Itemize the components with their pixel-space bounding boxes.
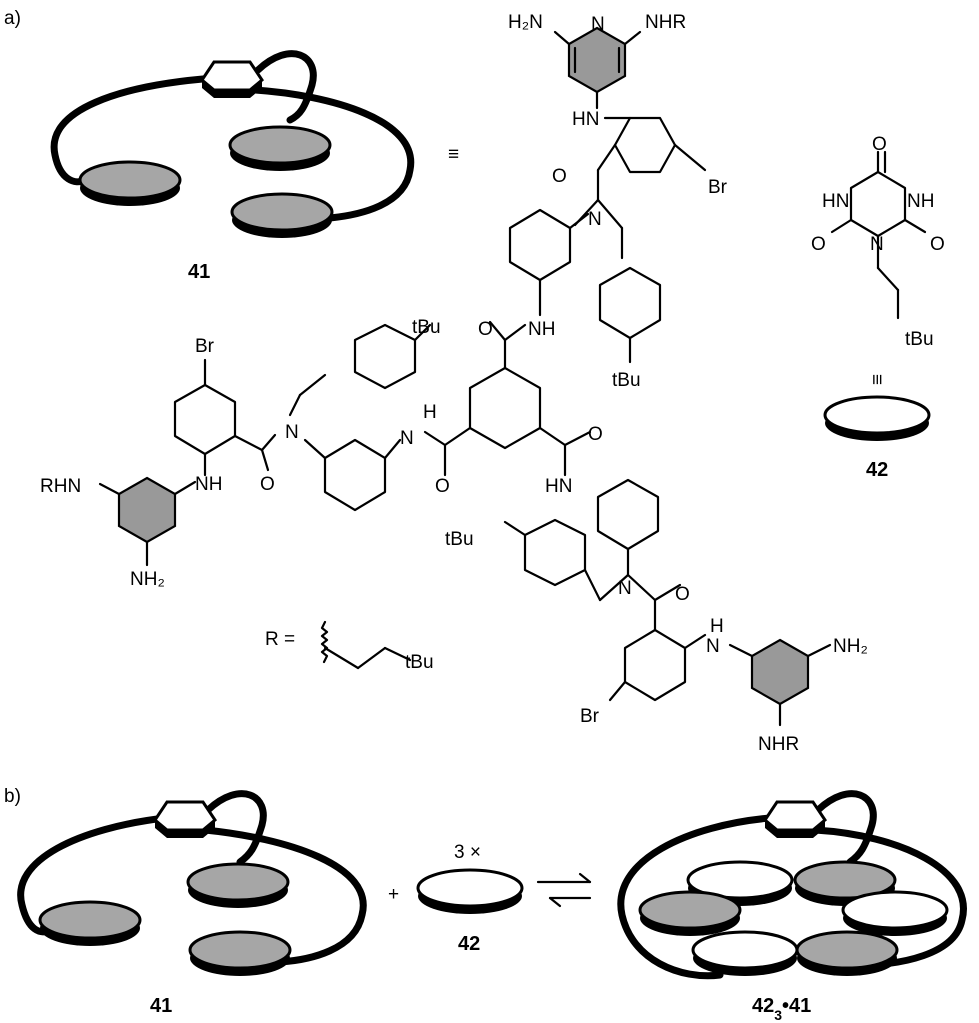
complex-loop-right [811,826,967,969]
host-b-loop-right [201,826,367,966]
guest-disc-42-a [823,395,931,443]
label-o-bottom: O [675,584,690,605]
label-o-left: O [260,474,275,495]
grey-disc-b3 [188,930,292,978]
label-r-eq: R = [265,629,295,650]
grey-disc-b2 [186,862,290,910]
triazine-top [567,26,627,94]
grey-disc-c2 [638,890,742,938]
host-41-label-b: 41 [150,995,172,1017]
label-r-tbu: tBu [405,652,434,673]
guest-42-label-a: 42 [866,459,888,481]
grey-disc-c3 [795,930,899,978]
label-n-bottom: N [618,578,632,599]
panel-b-label: b) [4,786,21,807]
grey-disc-2 [228,125,332,173]
label-tbu-bottom-benzyl: tBu [445,529,474,550]
label-n-top: N [588,209,602,230]
label-h-bottom: H [710,616,724,637]
cyan-o-top: O [872,134,887,155]
label-br-left: Br [195,336,215,357]
aryl-ring-left [173,383,237,456]
grey-disc-3 [230,192,334,240]
host-loop-top [254,50,317,124]
label-o-mid: O [478,319,493,340]
panel-a-label: a) [4,8,21,29]
label-n-bottom2: N [706,636,720,657]
host-41-cartoon-a [50,50,415,240]
grey-disc-b1 [38,900,142,948]
guest-42-label-b: 42 [458,933,480,955]
guest-disc-42-b [416,868,524,916]
complex-label: 423•41 [752,995,811,1023]
cyanurate-ring [849,170,907,238]
label-nh-mid: NH [528,319,555,340]
grey-disc-1 [78,160,182,208]
cyan-o-right: O [930,234,945,255]
aniline-ring-bottom [596,478,660,551]
plus-sign: + [388,884,399,905]
cyan-o-left: O [811,234,826,255]
cyan-tbu: tBu [905,329,934,350]
label-nhr-top: NHR [645,12,686,33]
label-hn-top: HN [572,109,599,130]
white-disc-c2 [841,890,949,938]
hexagon-platform-icon-b [153,800,217,840]
label-hn-right: HN [545,476,572,497]
triazine-bottom [750,638,810,706]
cyan-nh: NH [907,191,934,212]
complex-loop-top [814,790,877,866]
cyanurate-42-structure: O HN NH O N O tBu [811,134,945,350]
aniline-ring-left [323,438,387,512]
complex-cartoon [617,790,967,980]
label-tbu-top-benzyl: tBu [612,370,641,391]
multiplier: 3 × [454,842,481,863]
hexagon-platform-icon [200,60,264,100]
label-br-top: Br [708,177,728,198]
molecule-41-structure [98,26,832,727]
label-nh-left: NH [195,474,222,495]
aryl-ring-top [613,116,677,174]
cyan-n: N [870,234,884,255]
label-h2n-top: H₂N [508,12,543,33]
cyan-hn: HN [822,191,849,212]
hexagon-platform-icon-c [763,800,827,840]
label-nh2-left: NH₂ [130,569,165,590]
label-tbu-left-benzyl: tBu [412,317,441,338]
label-o-top: O [552,166,567,187]
r-wavy-bond [320,620,329,664]
complex-loop-left [617,814,774,980]
label-nhr-bottom: NHR [758,734,799,755]
central-ring [468,366,542,450]
equiv-rotated: ≡ [866,374,887,385]
label-br-bottom: Br [580,706,600,727]
host-b-loop-left [17,814,169,936]
label-o-center: O [435,476,450,497]
molecule-41-labels: H₂N N NHR HN O Br N O NH tBu Br tBu N H … [40,12,868,755]
aryl-ring-bottom [623,628,687,702]
label-n-left: N [285,422,299,443]
triazine-left [117,476,177,544]
host-41-cartoon-b [17,790,367,978]
label-rhn-left: RHN [40,476,81,497]
host-loop-left [50,74,219,186]
benzyl-ring-left [353,323,417,390]
label-nh2-bottom: NH₂ [833,636,868,657]
equiv-symbol: ≡ [448,144,459,165]
host-41-label-a: 41 [188,261,210,283]
benzyl-ring-bottom [523,518,587,587]
aniline-ring-top [508,208,572,282]
label-n-center: N [400,428,414,449]
white-disc-c3 [691,930,799,978]
equilibrium-arrows-icon [536,872,592,908]
benzyl-ring-top [598,266,662,340]
label-h-center: H [423,402,437,423]
host-b-loop-top [204,790,267,866]
label-triazine-n1: N [591,14,605,35]
label-o-right-amide: O [588,424,603,445]
host-loop-right [251,86,415,222]
